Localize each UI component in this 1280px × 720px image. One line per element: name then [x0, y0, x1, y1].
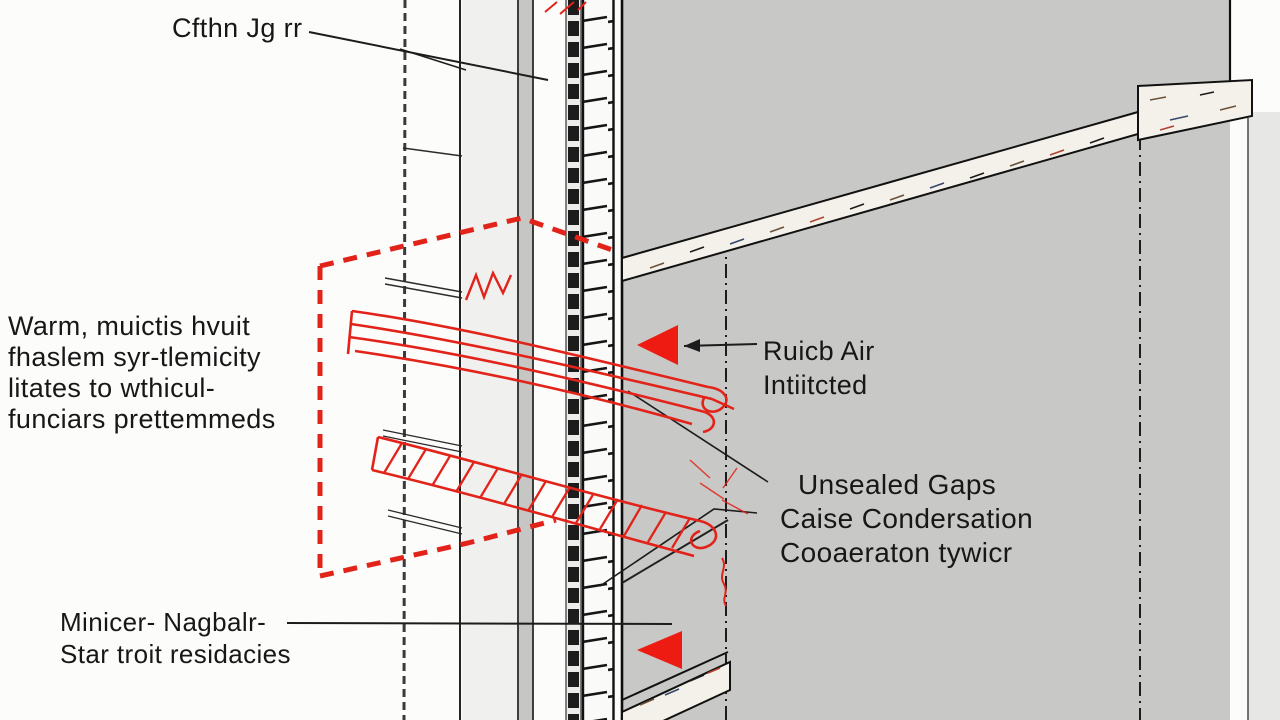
air-infiltration-triangle-icon — [637, 325, 682, 669]
wood-grain-marks — [649, 91, 1237, 269]
wood-grain-marks — [639, 667, 721, 706]
interior-note-line: Warm, muictis hvuit — [8, 311, 251, 341]
air-infiltration-line: Intiitcted — [763, 370, 868, 400]
interior-note-line: litates to wthicul- — [8, 373, 216, 403]
siding-membrane-line — [402, 0, 407, 720]
moist-air-flow-arrow — [370, 435, 718, 558]
barrier-note-line: Star troit residacies — [60, 639, 291, 669]
top-note-label: Cfthn Jg rr — [172, 13, 303, 43]
interior-finish-strip — [462, 0, 534, 720]
siding-course-ticks — [382, 147, 463, 535]
air-infiltration-label: Ruicb Air Intiitcted — [763, 334, 875, 402]
condensation-scribbles — [464, 1, 749, 607]
arrow-curl — [701, 385, 728, 413]
interior-note-line: fhaslem syr-tlemicity — [8, 342, 261, 372]
interior-note-line: funciars prettemmeds — [8, 404, 276, 434]
air-in-triangle-top — [637, 325, 678, 365]
unsealed-gaps-line: Unsealed Gaps — [798, 469, 997, 500]
wood-blocking-bottom — [621, 651, 731, 720]
barrier-note-label: Minicer- Nagbalr- Star troit residacies — [60, 606, 291, 670]
warm-air-flow-arrow — [346, 309, 735, 434]
wood-blocking-top — [621, 78, 1253, 283]
air-infiltration-line: Ruicb Air — [763, 336, 875, 366]
arrow-curl — [689, 519, 718, 550]
interior-note-label: Warm, muictis hvuit fhaslem syr-tlemicit… — [8, 311, 276, 435]
unsealed-gaps-label: Unsealed Gaps Caise Condersation Cooaera… — [780, 468, 1033, 570]
vapor-membrane-layer — [565, 0, 582, 720]
barrier-note-line: Minicer- Nagbalr- — [60, 607, 267, 637]
air-leak-dashed-outline — [317, 215, 619, 579]
unsealed-gaps-line: Caise Condersation — [780, 503, 1034, 534]
leader-lines — [286, 31, 769, 625]
unsealed-gaps-line: Cooaeraton tywicr — [780, 537, 1013, 568]
air-in-triangle-bottom — [637, 631, 682, 669]
arrowhead-left-icon — [684, 339, 700, 352]
hatch-marks — [383, 442, 691, 549]
